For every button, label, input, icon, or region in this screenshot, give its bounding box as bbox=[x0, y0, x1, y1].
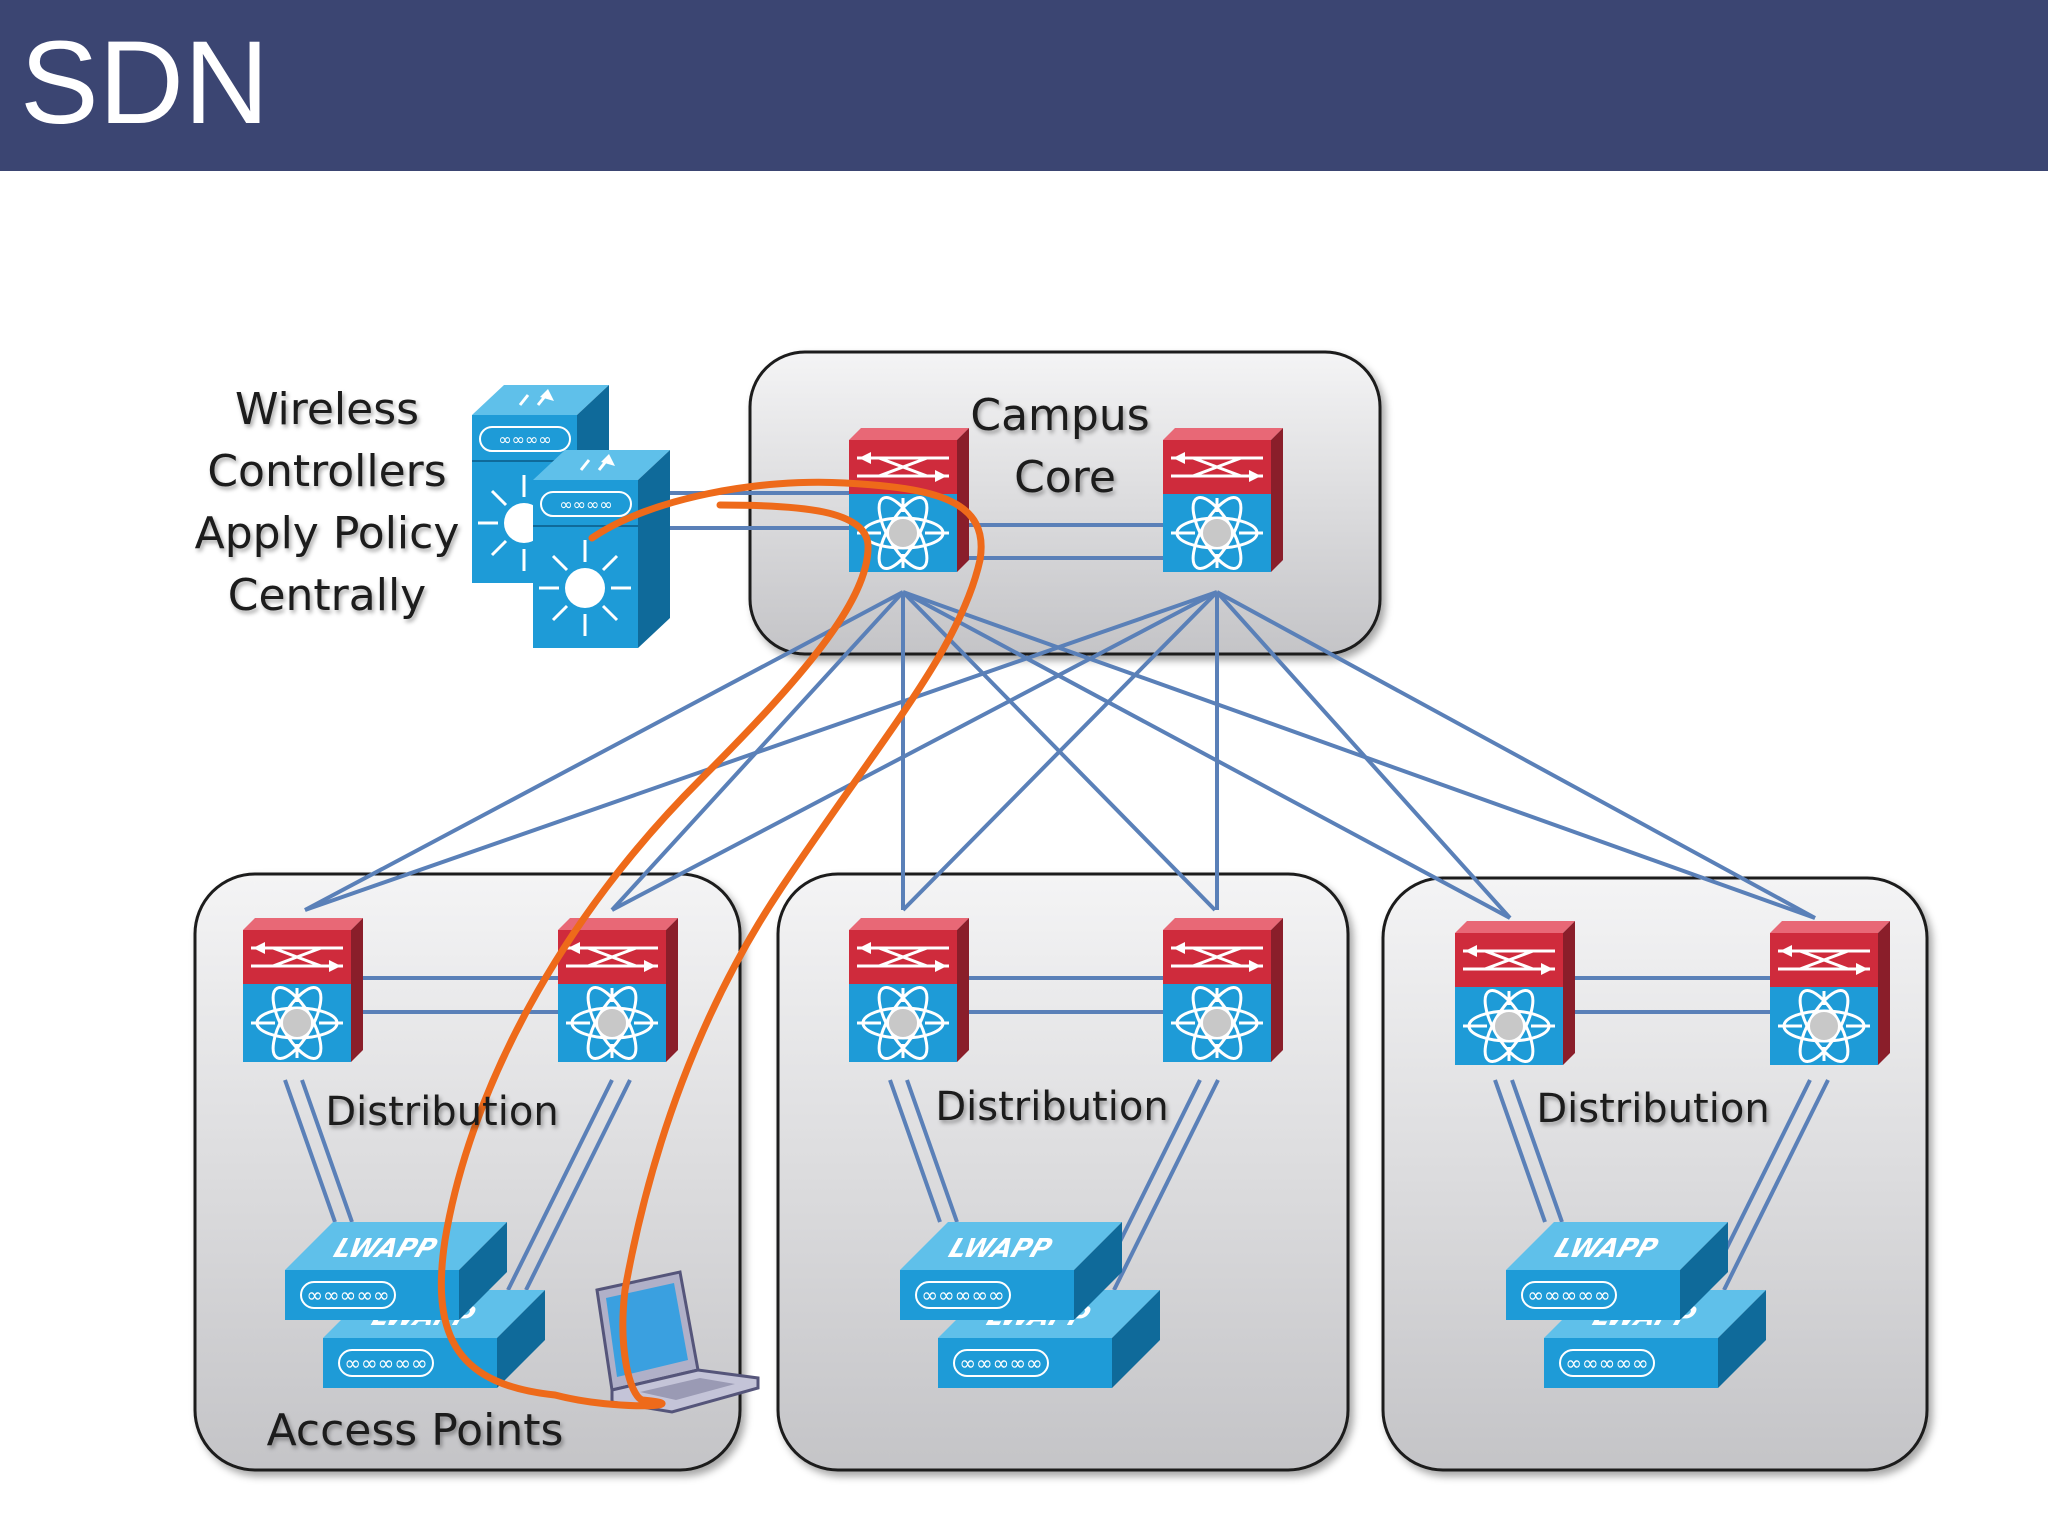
distribution-switch-2b bbox=[1161, 916, 1285, 1067]
distribution-switch-3a bbox=[1453, 919, 1577, 1070]
core-switch-2 bbox=[1161, 426, 1285, 577]
access-points-label: Access Points bbox=[267, 1405, 564, 1456]
traffic-path bbox=[437, 478, 985, 1410]
distribution-switch-3b bbox=[1768, 919, 1892, 1070]
slide-title: SDN bbox=[20, 17, 270, 149]
distribution-label-3: Distribution bbox=[1536, 1086, 1769, 1132]
distribution-switch-1a bbox=[241, 916, 365, 1067]
wireless-controller-2 bbox=[531, 448, 672, 650]
controllers-label-line-4: Centrally bbox=[228, 570, 426, 621]
core-label-line-2: Core bbox=[1014, 452, 1116, 503]
distribution-switch-1b bbox=[556, 916, 680, 1067]
distribution-label-1: Distribution bbox=[325, 1089, 558, 1135]
core-label-line-1: Campus bbox=[970, 390, 1149, 441]
controllers-label-line-2: Controllers bbox=[207, 446, 446, 497]
title-bar: SDN bbox=[0, 0, 2048, 171]
controllers-label-line-1: Wireless bbox=[235, 384, 419, 435]
controllers-label-line-3: Apply Policy bbox=[195, 508, 460, 559]
distribution-switch-2a bbox=[847, 916, 971, 1067]
access-point-3a bbox=[1505, 1221, 1729, 1321]
distribution-label-2: Distribution bbox=[935, 1084, 1168, 1130]
